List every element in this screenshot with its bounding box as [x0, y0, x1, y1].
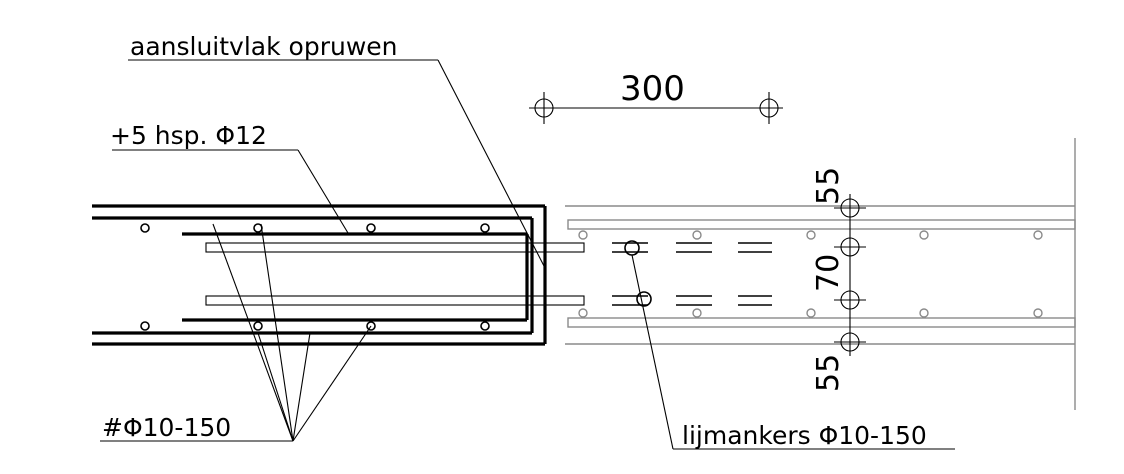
dimension-300-text: 300	[620, 69, 685, 109]
new-concrete-section	[92, 204, 547, 346]
existing-bar-sections	[578, 230, 1043, 318]
existing-slab	[565, 138, 1076, 410]
label-stirrups: #Φ10-150	[102, 413, 231, 442]
dimension-70-text: 70	[811, 254, 846, 292]
dimension-55-bottom-text: 55	[811, 354, 846, 392]
leader-lines	[100, 59, 955, 450]
label-aansluitvlak: aansluitvlak opruwen	[130, 32, 398, 61]
existing-top-bar	[567, 219, 1076, 230]
label-main-bars: +5 hsp. Φ12	[110, 121, 267, 150]
existing-bottom-bar	[567, 317, 1076, 328]
adhesive-anchors	[205, 240, 772, 307]
new-bar-sections	[140, 223, 490, 331]
dimension-horizontal	[529, 92, 783, 124]
dimension-vertical	[834, 194, 866, 356]
label-anchors: lijmankers Φ10-150	[682, 421, 927, 450]
dimension-55-top-text: 55	[811, 167, 846, 205]
